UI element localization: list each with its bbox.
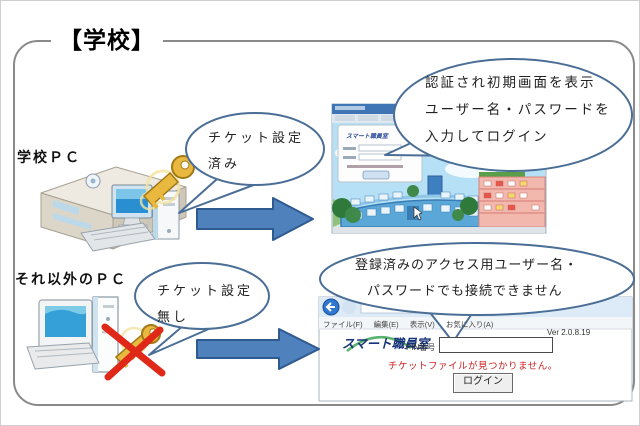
bubble-no-ticket-line2: 無し bbox=[157, 309, 190, 324]
error-window-menubar: ファイル(F) 編集(E) 表示(V) お気に入り(A) bbox=[323, 319, 502, 330]
bubble-no-ticket-line1: チケット設定 bbox=[157, 283, 254, 298]
no-ticket-key-icon bbox=[101, 323, 166, 381]
error-message: チケットファイルが見つかりません。 bbox=[388, 361, 558, 372]
menu-view[interactable]: 表示(V) bbox=[409, 320, 435, 329]
bubble-no-ticket bbox=[134, 262, 270, 356]
bubble-denied-line2: パスワードでも接続できません bbox=[367, 283, 563, 298]
other-pc-illustration bbox=[26, 296, 119, 373]
outer-frame bbox=[13, 40, 635, 406]
portal-login-panel bbox=[337, 124, 423, 183]
cursor-icon bbox=[413, 206, 423, 221]
bubble-auth-line3: 入力してログイン bbox=[425, 129, 549, 144]
bubble-denied bbox=[319, 242, 635, 343]
arrow-other-to-error bbox=[196, 328, 320, 370]
bubble-ticket-set bbox=[178, 112, 325, 214]
bubble-auth-line1: 認証され初期画面を表示 bbox=[425, 75, 596, 90]
bubble-ticket-set-line2: 済み bbox=[208, 156, 241, 171]
menu-favorites[interactable]: お気に入り(A) bbox=[445, 320, 494, 329]
forward-icon bbox=[342, 300, 356, 314]
menu-edit[interactable]: 編集(E) bbox=[373, 320, 399, 329]
back-icon bbox=[322, 298, 340, 316]
menu-file[interactable]: ファイル(F) bbox=[323, 320, 363, 329]
bubble-auth-line2: ユーザー名・パスワードを bbox=[425, 102, 611, 117]
arrow-school-to-portal bbox=[196, 197, 314, 241]
logo-swoosh bbox=[346, 335, 412, 352]
frame-title: 【学校】 bbox=[51, 21, 163, 55]
portal-logo: スマート職員室 bbox=[346, 134, 388, 140]
bubble-auth bbox=[384, 58, 633, 172]
pin-input[interactable] bbox=[439, 337, 553, 353]
cross-icon bbox=[101, 323, 166, 381]
version-label: Ver 2.0.8.19 bbox=[547, 328, 591, 337]
bubble-denied-line1: 登録済みのアクセス用ユーザー名・ bbox=[355, 257, 579, 272]
pin-label: PIN番号 bbox=[406, 343, 436, 352]
school-pc-label: 学校ＰＣ bbox=[17, 149, 81, 165]
ticket-key-icon bbox=[139, 155, 195, 211]
other-pc-label: それ以外のＰＣ bbox=[15, 271, 127, 287]
login-button[interactable]: ログイン bbox=[453, 373, 513, 393]
bubble-ticket-set-line1: チケット設定 bbox=[208, 130, 305, 145]
error-window-logo: スマート職員室 bbox=[342, 337, 430, 351]
